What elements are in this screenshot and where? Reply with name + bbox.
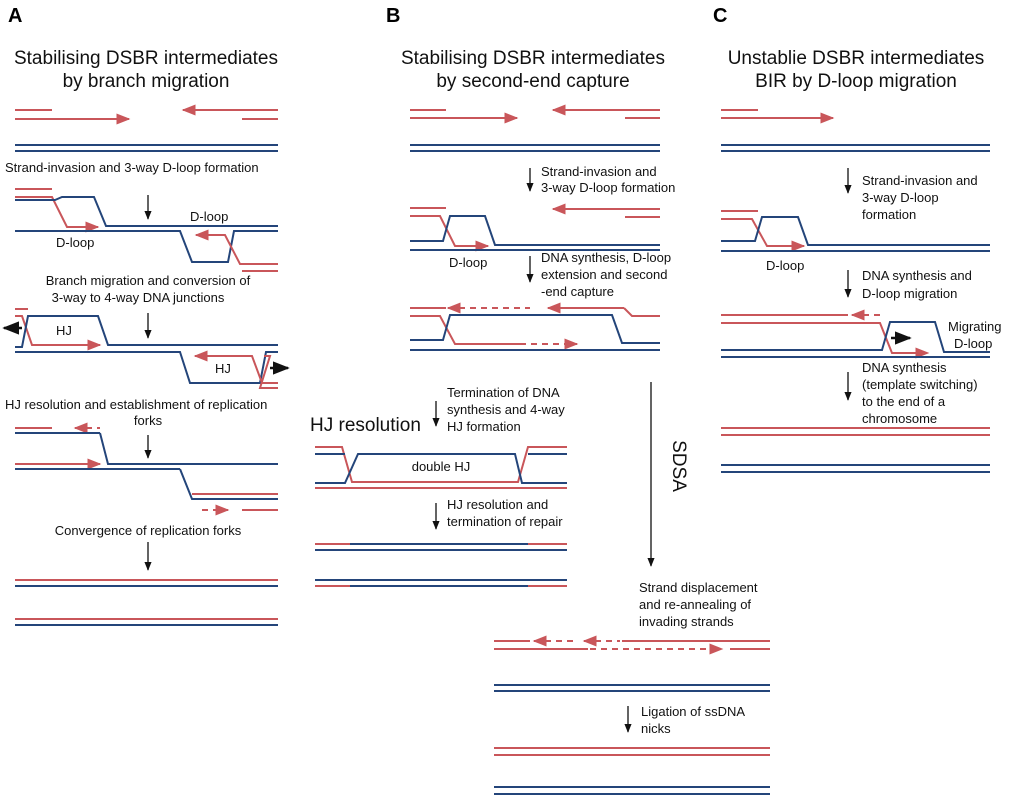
c-homolog <box>721 144 990 152</box>
b-sdsa-step2-line2: nicks <box>641 721 671 736</box>
b-step3-line2: synthesis and 4-way <box>447 402 565 417</box>
c-products <box>721 427 990 473</box>
c-dloop-label: D-loop <box>766 258 804 273</box>
panel-a-title-line2: by branch migration <box>63 71 230 92</box>
a-step-branch-migration-1: Branch migration and conversion of <box>46 273 251 288</box>
a-step-hj-resolution-1: HJ resolution and establishment of repli… <box>5 397 267 412</box>
c-migrating-label-1: Migrating <box>948 319 1001 334</box>
c-broken-end <box>721 109 835 124</box>
b-step3-line3: HJ formation <box>447 419 521 434</box>
b-step2-line2: extension and second <box>541 267 667 282</box>
b-second-end-capture <box>410 302 660 351</box>
b-sdsa-label: SDSA <box>668 440 689 492</box>
a-hj-label-right: HJ <box>215 361 231 376</box>
panel-c-title-line1: Unstablie DSBR intermediates <box>728 48 985 69</box>
panel-c: C Unstablie DSBR intermediates BIR by D-… <box>713 5 1001 473</box>
panel-b: B Stabilising DSBR intermediates by seco… <box>310 5 770 795</box>
b-sdsa-step1-line2: and re-annealing of <box>639 597 751 612</box>
a-dloop-label-bottom: D-loop <box>56 235 94 250</box>
b-step4-line2: termination of repair <box>447 514 563 529</box>
b-sdsa-step1-line3: invading strands <box>639 614 734 629</box>
a-broken-ends <box>15 104 278 125</box>
panel-c-letter: C <box>713 5 727 27</box>
b-broken-ends <box>410 104 660 124</box>
b-step2-line3: -end capture <box>541 284 614 299</box>
c-step2-line1: DNA synthesis and <box>862 268 972 283</box>
b-hj-resolution-label: HJ resolution <box>310 415 421 436</box>
panel-c-title-line2: BIR by D-loop migration <box>755 71 957 92</box>
a-step-branch-migration-2: 3-way to 4-way DNA junctions <box>52 290 225 305</box>
c-migrating-dloop <box>721 309 990 359</box>
a-replication-forks <box>15 422 278 516</box>
c-step2-line2: D-loop migration <box>862 286 957 301</box>
c-step1-line3: formation <box>862 207 916 222</box>
b-sdsa-reannealed <box>494 635 770 692</box>
a-hj-label-left: HJ <box>56 323 72 338</box>
a-step-hj-resolution-2: forks <box>134 413 163 428</box>
a-dloop-label-top: D-loop <box>190 209 228 224</box>
a-homolog-1 <box>15 144 278 152</box>
b-double-hj-label: double HJ <box>412 459 471 474</box>
panel-b-title-line1: Stabilising DSBR intermediates <box>401 48 665 69</box>
a-products <box>15 579 278 626</box>
a-hj-structure <box>15 308 278 389</box>
panel-a-title-line1: Stabilising DSBR intermediates <box>14 48 278 69</box>
c-step3-line4: chromosome <box>862 411 937 426</box>
b-dloop-structure <box>410 203 660 252</box>
b-step1-line1: Strand-invasion and <box>541 164 657 179</box>
c-step3-line1: DNA synthesis <box>862 360 947 375</box>
b-sdsa-step1-line1: Strand displacement <box>639 580 758 595</box>
panel-b-letter: B <box>386 5 400 27</box>
c-dloop-structure <box>721 210 990 252</box>
b-step2-line1: DNA synthesis, D-loop <box>541 250 671 265</box>
b-step3-line1: Termination of DNA <box>447 385 560 400</box>
c-migrating-label-2: D-loop <box>954 336 992 351</box>
c-step1-line2: 3-way D-loop <box>862 190 939 205</box>
b-step1-line2: 3-way D-loop formation <box>541 180 675 195</box>
c-step3-line3: to the end of a <box>862 394 946 409</box>
c-step3-line2: (template switching) <box>862 377 978 392</box>
b-sdsa-step2-line1: Ligation of ssDNA <box>641 704 745 719</box>
b-double-hj <box>315 446 567 489</box>
panel-b-title-line2: by second-end capture <box>436 71 629 92</box>
b-step4-line1: HJ resolution and <box>447 497 548 512</box>
b-homolog <box>410 144 660 152</box>
a-step-convergence: Convergence of replication forks <box>55 523 242 538</box>
b-products <box>315 543 567 587</box>
a-dloop-structure <box>15 188 278 272</box>
b-dloop-label: D-loop <box>449 255 487 270</box>
c-step1-line1: Strand-invasion and <box>862 173 978 188</box>
panel-a: A Stabilising DSBR intermediates by bran… <box>2 5 290 626</box>
b-sdsa-products <box>494 747 770 795</box>
a-step-strand-invasion: Strand-invasion and 3-way D-loop formati… <box>5 160 259 175</box>
panel-a-letter: A <box>8 5 22 27</box>
